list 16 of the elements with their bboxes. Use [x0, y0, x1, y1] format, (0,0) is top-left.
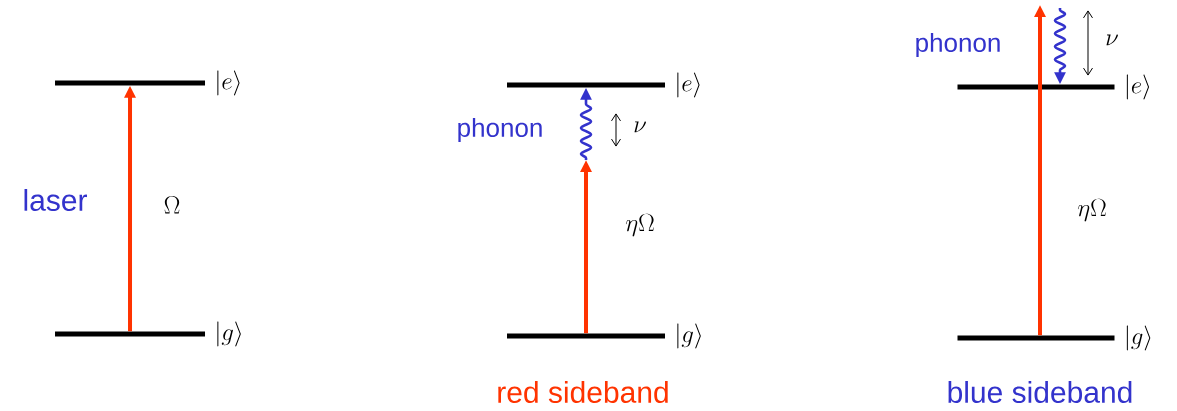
state-label: $|g\rangle$: [217, 321, 241, 347]
caption-text: laser: [24, 189, 87, 211]
edge-label: phonon: [916, 32, 1000, 58]
frequency-label: $\nu$: [1106, 34, 1118, 46]
caption-text: blue sideband: [948, 380, 1132, 403]
edge-label: $\eta\Omega$: [1077, 198, 1106, 222]
state-label: $|e\rangle$: [217, 70, 240, 96]
edge-label: $\eta\Omega$: [625, 213, 654, 237]
state-label: $|g\rangle$: [677, 323, 701, 349]
state-label: $|e\rangle$: [1126, 74, 1149, 100]
state-label: $|e\rangle$: [677, 72, 700, 98]
state-label: $|g\rangle$: [1126, 325, 1151, 351]
edge-label: phonon: [458, 117, 542, 143]
edge-label: $\Omega$: [164, 196, 180, 214]
frequency-label: $\nu$: [634, 121, 646, 133]
caption-text: red sideband: [498, 380, 668, 403]
